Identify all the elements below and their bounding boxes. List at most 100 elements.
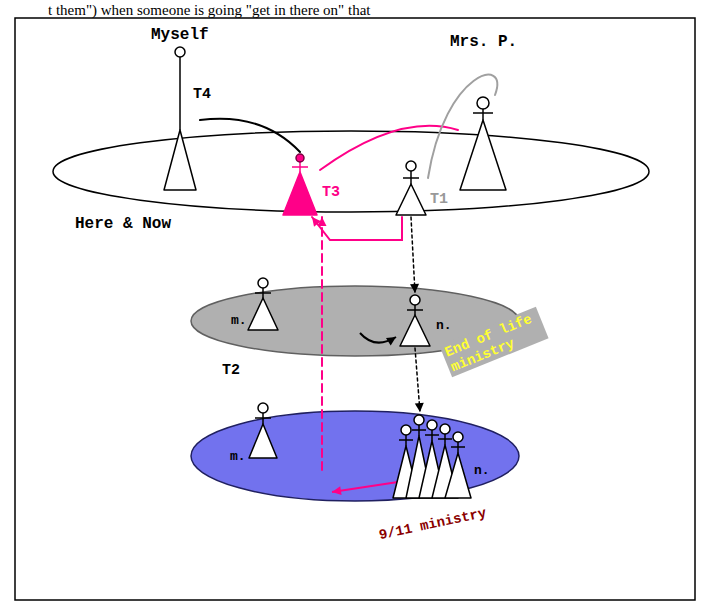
figure-arms bbox=[292, 166, 308, 168]
figure-outline bbox=[394, 159, 428, 217]
figure-head bbox=[258, 403, 268, 413]
figure-arms bbox=[438, 438, 452, 440]
connector-line bbox=[415, 348, 420, 412]
figure-arms bbox=[399, 439, 413, 441]
figure-outline bbox=[246, 401, 280, 460]
stage-number-holder: T2 bbox=[222, 360, 240, 379]
person-letter: n. bbox=[436, 318, 452, 333]
edge-label: T4 bbox=[193, 87, 211, 103]
figure-outline bbox=[246, 276, 280, 332]
band-ellipse bbox=[191, 411, 519, 501]
person-name: Myself bbox=[151, 26, 209, 44]
arrowhead bbox=[415, 403, 424, 412]
scene-ellipse: Here & NowT3T1 bbox=[52, 130, 650, 213]
figure-head bbox=[414, 415, 424, 425]
figure-spine bbox=[179, 57, 181, 130]
person-figure: Myself bbox=[162, 46, 198, 192]
connector-line bbox=[411, 217, 415, 293]
connector-line bbox=[321, 217, 323, 470]
figure-arms bbox=[425, 434, 439, 436]
figure-body bbox=[445, 453, 471, 498]
person-name-holder: Myself bbox=[151, 25, 209, 44]
stage-number-holder: T1 bbox=[430, 189, 448, 208]
arrowhead bbox=[332, 486, 342, 495]
figure-body bbox=[248, 298, 278, 330]
figure-head bbox=[427, 420, 437, 430]
person-name-holder: Mrs. P. bbox=[450, 32, 517, 51]
ministry-name-holder: End of life ministry bbox=[442, 325, 546, 359]
stage-number: T3 bbox=[322, 185, 340, 201]
stage-number: T2 bbox=[222, 363, 240, 379]
crowd-figure: n. bbox=[392, 412, 472, 500]
person-figure: m. bbox=[246, 401, 280, 460]
connector bbox=[410, 217, 419, 293]
text-fragment: t them") when someone is going "get in t… bbox=[48, 2, 370, 18]
connector bbox=[318, 217, 327, 470]
return-arrow bbox=[332, 482, 398, 492]
figure-body bbox=[400, 315, 430, 346]
figure-body bbox=[396, 184, 426, 215]
figure-arms bbox=[403, 177, 419, 179]
figure-arms bbox=[255, 292, 271, 294]
figure-body bbox=[460, 120, 506, 190]
person-letter: m. bbox=[231, 313, 247, 328]
figure-arms bbox=[407, 309, 423, 311]
figure-head bbox=[296, 154, 304, 162]
figure-head bbox=[406, 161, 416, 171]
region-heading-holder: Here & Now bbox=[75, 214, 171, 233]
figure-head bbox=[477, 97, 489, 109]
person-figure: T1 bbox=[394, 159, 428, 217]
stage-number-holder: T3 bbox=[322, 182, 340, 201]
text-fragment-holder: t them") when someone is going "get in t… bbox=[48, 1, 370, 19]
connector bbox=[200, 119, 300, 152]
figure-outline bbox=[282, 152, 320, 217]
figure-outline bbox=[398, 293, 432, 348]
person-name: Mrs. P. bbox=[450, 33, 517, 51]
stage-number: T1 bbox=[430, 192, 448, 208]
ministry-name: 9/11 ministry bbox=[377, 505, 487, 543]
connector-line bbox=[200, 119, 300, 152]
figure-head bbox=[175, 47, 185, 57]
figure-spine bbox=[482, 109, 484, 120]
person-letter-holder: n. bbox=[436, 315, 452, 333]
person-letter: n. bbox=[474, 463, 490, 478]
figure-head bbox=[440, 424, 450, 434]
figure-body bbox=[283, 172, 317, 215]
figure-body bbox=[164, 130, 196, 190]
figure-arms bbox=[255, 417, 271, 419]
connector bbox=[415, 348, 424, 412]
person-letter-holder: m. bbox=[230, 446, 246, 464]
figure-outline bbox=[458, 95, 508, 192]
edge-label-holder: T4 bbox=[193, 84, 211, 103]
arrowhead bbox=[386, 337, 396, 346]
person-letter: m. bbox=[230, 449, 246, 464]
ministry-ellipse: 9/11 ministrym.n. bbox=[190, 410, 520, 502]
figure-arms bbox=[451, 446, 465, 448]
ministry-name: End of life ministry bbox=[439, 307, 548, 377]
ellipse-outline bbox=[52, 130, 650, 213]
arrowhead bbox=[410, 284, 419, 293]
person-figure: T3 bbox=[282, 152, 320, 217]
figure-frame bbox=[15, 18, 695, 600]
figure-outline bbox=[162, 46, 198, 192]
person-figure: n. bbox=[398, 293, 432, 348]
ministry-ellipse: End of life ministrym.n. bbox=[190, 285, 520, 357]
person-figure: Mrs. P. bbox=[458, 95, 508, 192]
person-figure: m. bbox=[246, 276, 280, 332]
connector-line bbox=[320, 126, 458, 170]
figure-body bbox=[249, 424, 277, 458]
connector-line bbox=[312, 217, 402, 240]
figure-head bbox=[401, 425, 411, 435]
band-ellipse bbox=[53, 131, 649, 212]
figure-head bbox=[410, 295, 420, 305]
figure-head bbox=[453, 432, 463, 442]
figure-outline bbox=[392, 412, 472, 500]
person-letter-holder: m. bbox=[231, 310, 247, 328]
connector bbox=[312, 217, 402, 240]
ministry-name-holder: 9/11 ministry bbox=[378, 514, 487, 532]
arrowhead bbox=[318, 217, 327, 226]
